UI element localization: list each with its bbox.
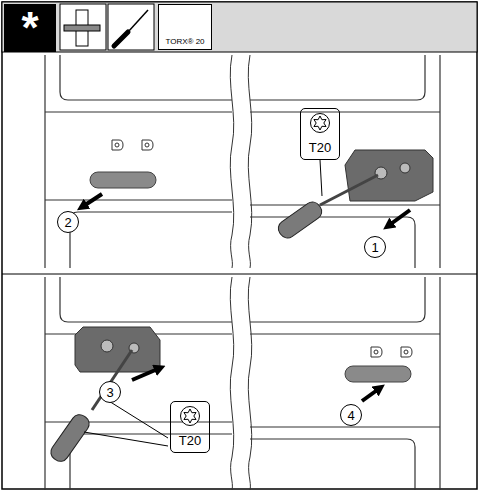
header-symbol: * xyxy=(4,4,56,52)
tool-label: TORX® 20 xyxy=(165,38,204,46)
callout-number: 2 xyxy=(57,211,79,233)
callout-number: 1 xyxy=(364,236,386,258)
callout-number: 2 xyxy=(64,216,71,229)
tool-label: T20 xyxy=(179,434,201,447)
callout-number: 4 xyxy=(347,409,354,422)
torx-tool-box: T20 xyxy=(300,108,340,160)
tool-label: T20 xyxy=(309,141,331,154)
torx-tool-box: T20 xyxy=(170,401,210,453)
tool-icon-box: TORX® 20 xyxy=(158,4,212,50)
callout-number: 4 xyxy=(340,404,362,426)
callout-number: 3 xyxy=(99,381,121,403)
callout-number: 1 xyxy=(371,241,378,254)
header-symbol: * xyxy=(21,6,38,50)
callout-number: 3 xyxy=(106,386,113,399)
